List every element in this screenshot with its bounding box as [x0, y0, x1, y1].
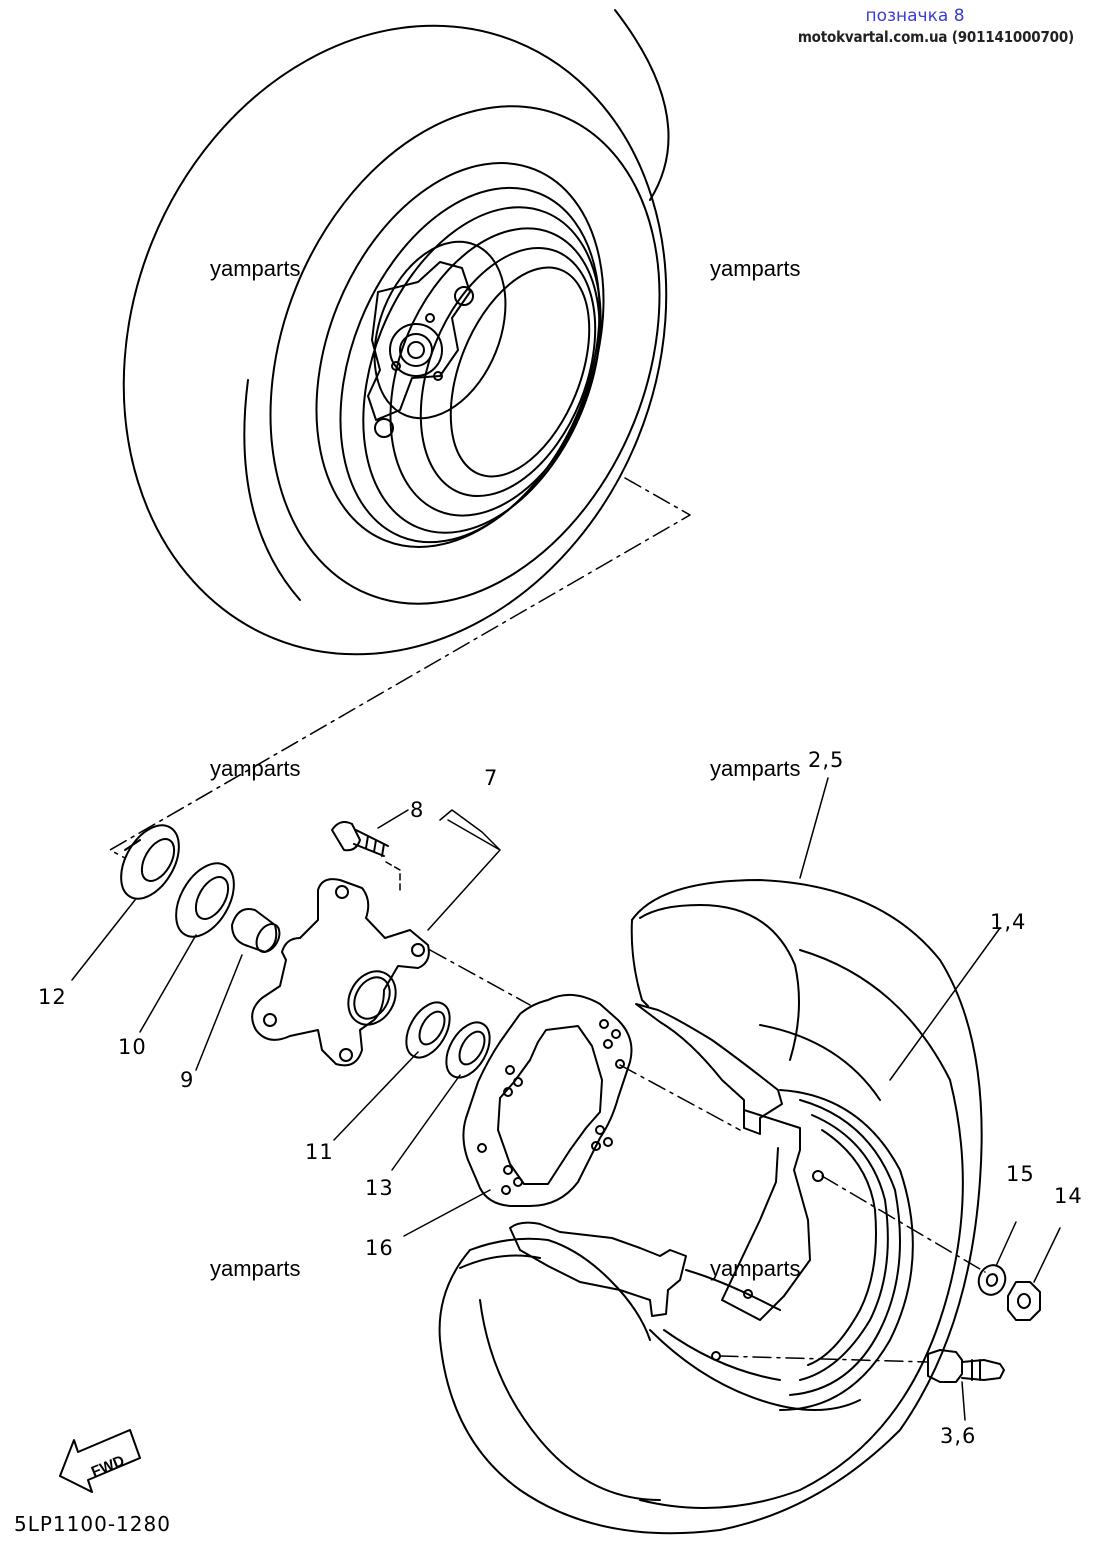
watermark: yamparts: [210, 256, 301, 281]
watermark: yamparts: [710, 1256, 801, 1281]
part-label-16: 16: [365, 1236, 394, 1260]
leader-2-5: [799, 777, 829, 879]
part-label-12: 12: [38, 985, 67, 1009]
tire-2-5: [438, 879, 983, 1535]
part-label-8: 8: [410, 798, 425, 822]
nut-14: [1007, 1281, 1041, 1321]
diagram-code: 5LP1100-1280: [14, 1512, 171, 1536]
washer-15: [977, 1264, 1007, 1296]
part-label-14: 14: [1054, 1184, 1083, 1208]
bearing-12: [120, 824, 180, 900]
part-label-10: 10: [118, 1035, 147, 1059]
part-label-1-4: 1,4: [990, 910, 1027, 934]
part-label-13: 13: [365, 1176, 394, 1200]
bearing-10: [175, 862, 235, 938]
plate-16: [462, 993, 633, 1207]
part-label-2-5: 2,5: [808, 748, 845, 772]
leader-1-4: [889, 927, 1001, 1081]
part-label-7: 7: [484, 766, 499, 790]
hub-7: [251, 878, 430, 1067]
page-title: позначка 8: [865, 6, 965, 26]
centerline-valve: [719, 1355, 929, 1363]
valve-3-6: [927, 1349, 1005, 1383]
part-label-11: 11: [305, 1140, 334, 1164]
assembled-wheel: [122, 9, 670, 656]
site-reference: motokvartal.com.ua (901141000700): [797, 28, 1074, 46]
centerline-nut: [821, 1175, 986, 1273]
part-label-9: 9: [180, 1068, 195, 1092]
centerline-hub: [429, 949, 741, 1131]
fwd-label: FWD: [89, 1452, 127, 1481]
collar-9: [231, 908, 281, 953]
leaders-small: [71, 899, 491, 1237]
watermark: yamparts: [710, 756, 801, 781]
centerline-top: [109, 477, 691, 859]
watermark: yamparts: [210, 756, 301, 781]
part-label-15: 15: [1006, 1162, 1035, 1186]
watermark: yamparts: [710, 256, 801, 281]
bolt-8: [331, 821, 401, 891]
part-label-3-6: 3,6: [940, 1424, 977, 1448]
leader-7-8: [377, 809, 501, 931]
bearing-11: [405, 1001, 451, 1059]
bearing-13: [445, 1021, 491, 1079]
fwd-arrow: [59, 1429, 141, 1493]
watermark: yamparts: [210, 1256, 301, 1281]
